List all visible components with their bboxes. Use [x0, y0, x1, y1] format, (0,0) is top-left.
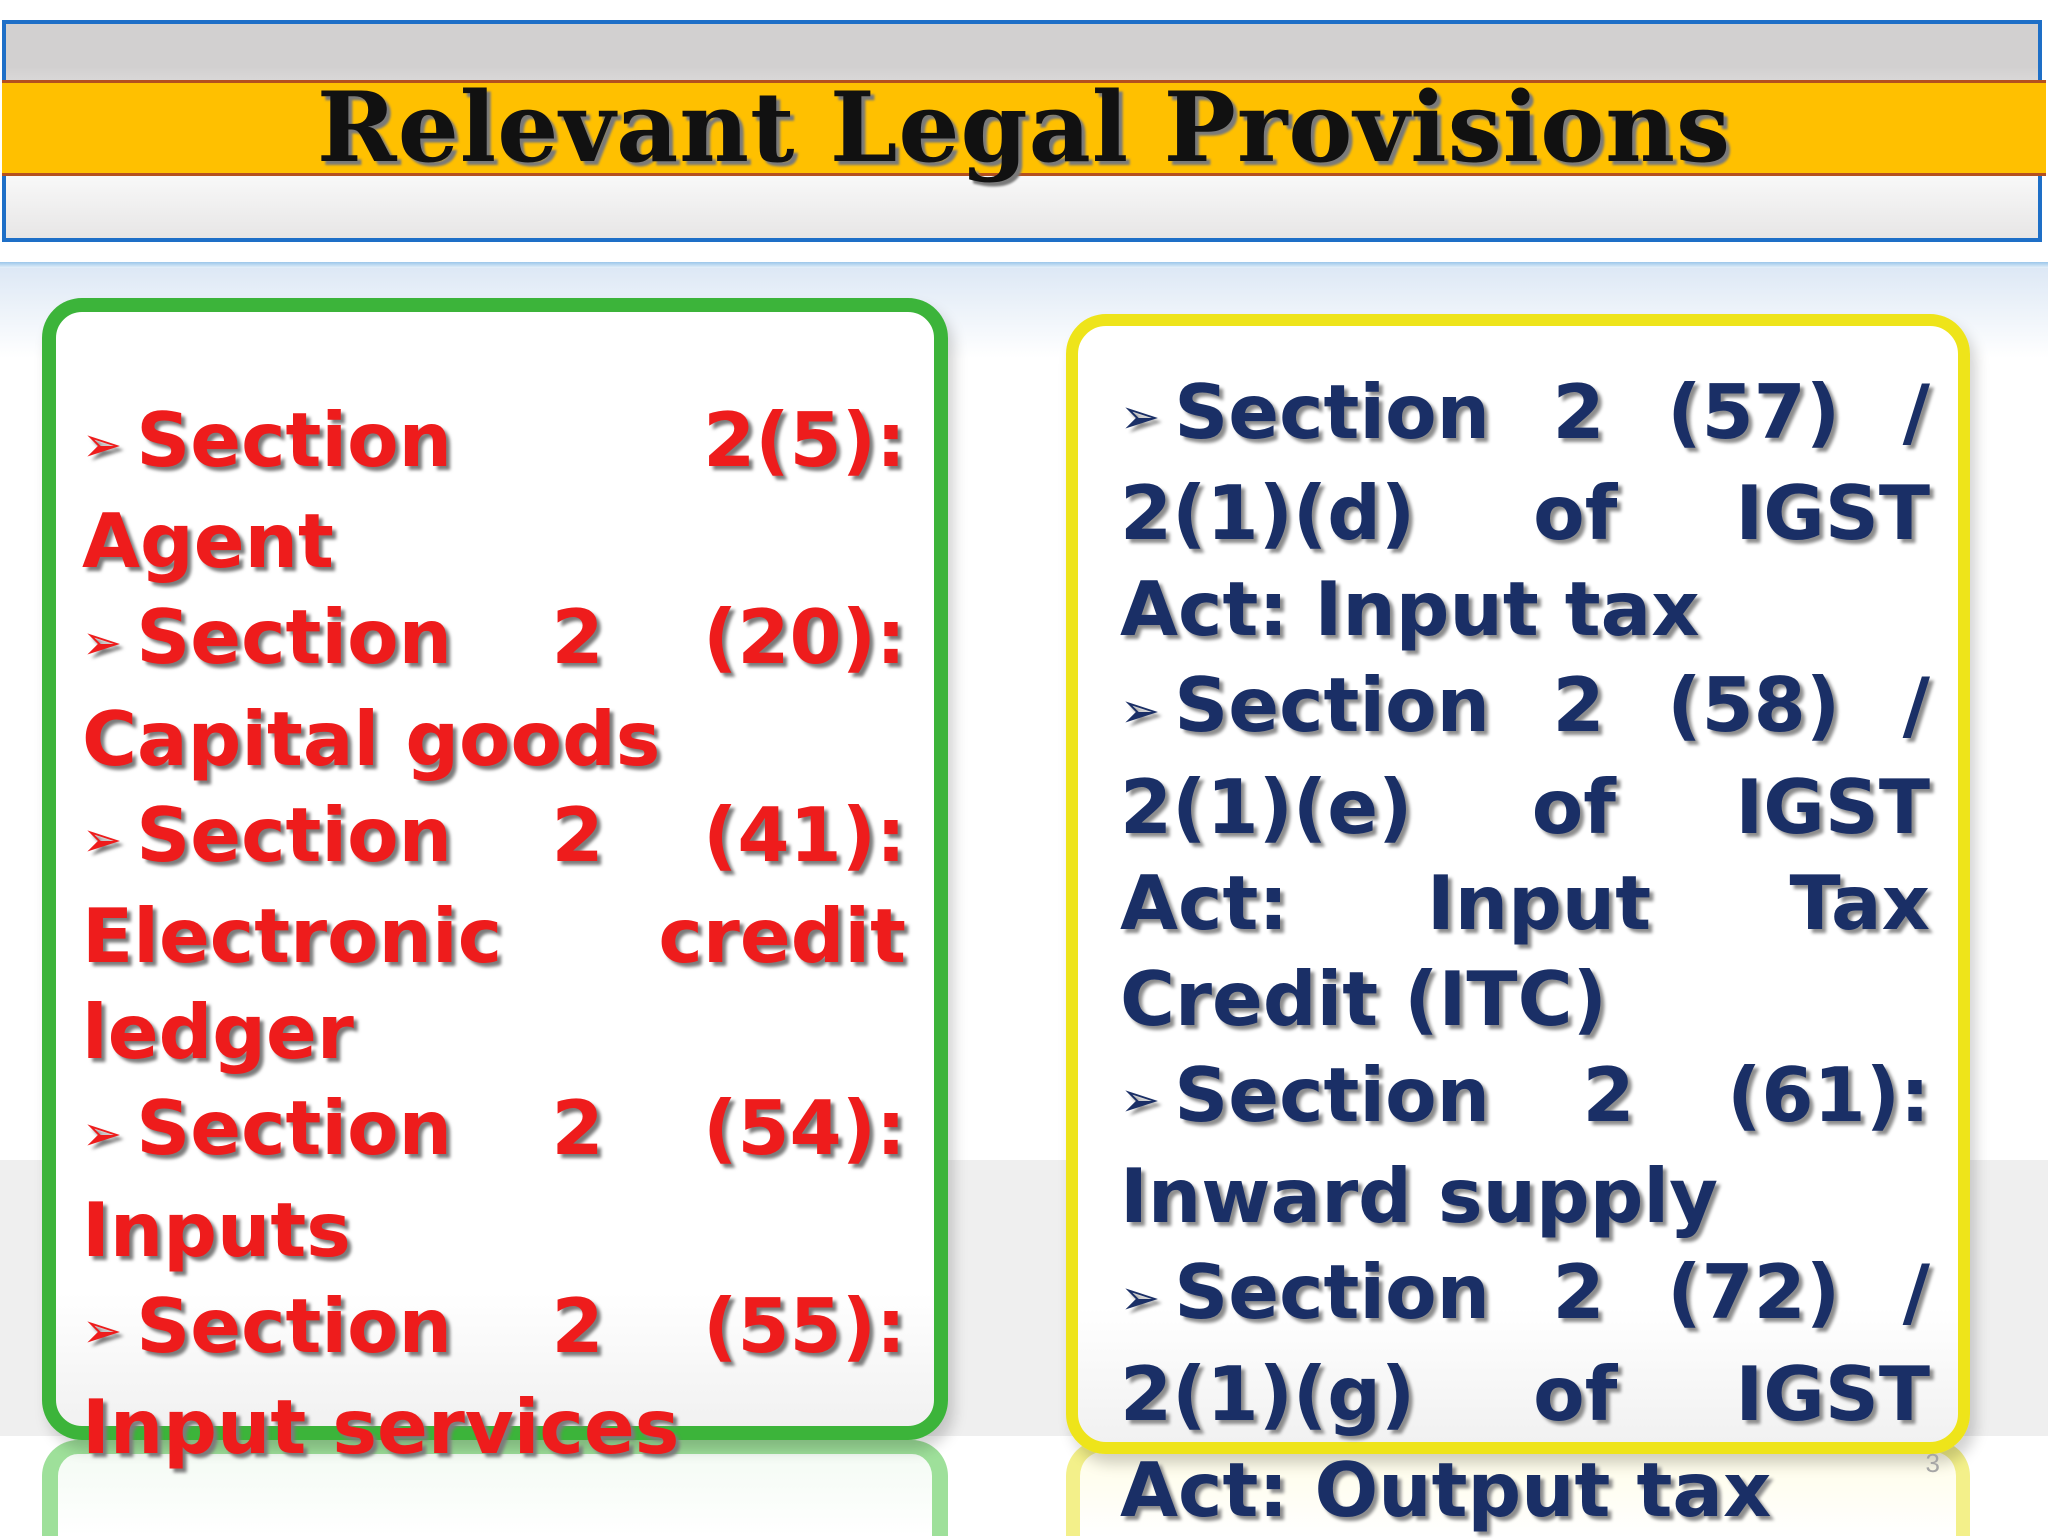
- left-panel: [42, 298, 948, 1440]
- arrow-bullet-icon: ➢: [82, 614, 123, 671]
- page-number: 3: [1925, 1448, 1940, 1478]
- arrow-bullet-icon: ➢: [1120, 1269, 1161, 1326]
- arrow-bullet-icon: ➢: [82, 417, 123, 474]
- list-item: ➢Section 2 (72) / 2(1)(g) of IGST Act: O…: [1120, 1248, 1930, 1534]
- list-item: ➢Section 2(5): Agent: [82, 396, 906, 586]
- list-item: ➢Section 2 (55): Input services: [82, 1281, 906, 1472]
- title-band: Relevant Legal Provisions: [2, 80, 2046, 176]
- list-item: ➢Section 2 (54): Inputs: [82, 1084, 906, 1274]
- arrow-bullet-icon: ➢: [82, 1303, 123, 1360]
- arrow-bullet-icon: ➢: [1120, 682, 1161, 739]
- arrow-bullet-icon: ➢: [1120, 389, 1161, 446]
- list-item: ➢Section 2 (41): Electronic credit ledge…: [82, 790, 906, 1077]
- arrow-bullet-icon: ➢: [82, 812, 123, 869]
- arrow-bullet-icon: ➢: [1120, 1072, 1161, 1129]
- list-item: ➢Section 2 (61): Inward supply: [1120, 1050, 1930, 1241]
- left-provisions-list: ➢Section 2(5): Agent ➢Section 2 (20): Ca…: [82, 392, 906, 1475]
- left-panel-reflection: [42, 1440, 948, 1536]
- right-panel: [1066, 314, 1970, 1454]
- list-item: ➢Section 2 (20): Capital goods: [82, 593, 906, 783]
- slide-title: Relevant Legal Provisions: [316, 71, 1732, 184]
- arrow-bullet-icon: ➢: [82, 1105, 123, 1162]
- header-divider: [0, 262, 2048, 270]
- list-item: ➢Section 2 (57) / 2(1)(d) of IGST Act: I…: [1120, 368, 1930, 654]
- list-item: ➢Section 2 (58) / 2(1)(e) of IGST Act: I…: [1120, 661, 1930, 1043]
- right-provisions-list: ➢Section 2 (57) / 2(1)(d) of IGST Act: I…: [1120, 364, 1930, 1538]
